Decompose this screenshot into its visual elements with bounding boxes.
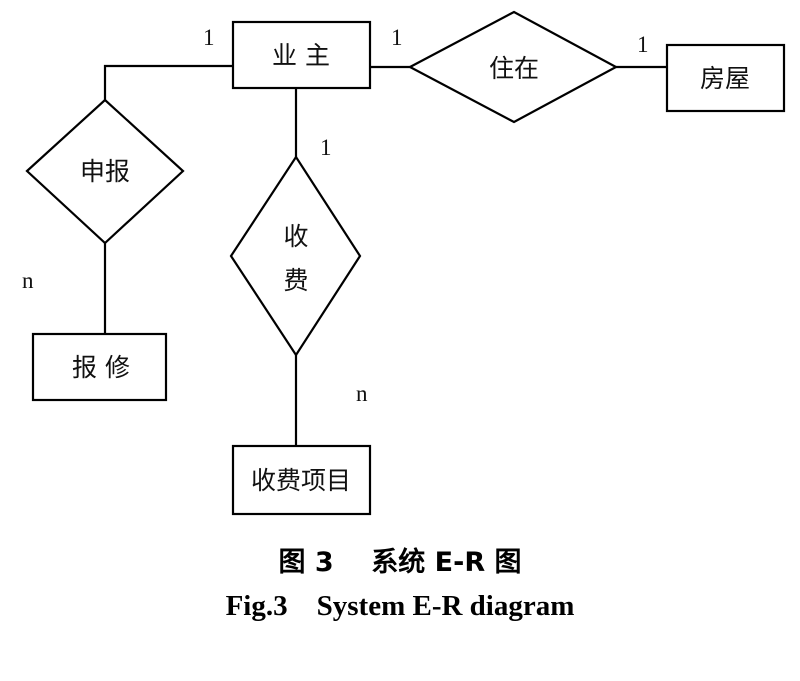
entity-repair-label: 报 修: [72, 353, 130, 382]
cardinality-owner-reside: 1: [391, 25, 403, 50]
cardinality-report-repair: n: [22, 268, 34, 293]
relationship-reside: [407, 10, 619, 124]
entity-fee-items: [231, 444, 372, 516]
entity-owner: [231, 20, 372, 90]
relationship-report-label: 申报: [80, 157, 130, 186]
relationship-charge: [229, 154, 362, 358]
caption-en-title: System E-R diagram: [316, 590, 575, 622]
caption-cn-title: 系统 E-R 图: [371, 547, 522, 578]
entity-house-label: 房屋: [700, 64, 750, 93]
edge-owner-report: [103, 64, 233, 100]
entity-fee-items-label: 收费项目: [251, 466, 351, 495]
relationship-charge-label-bottom: 费: [283, 266, 308, 295]
entity-repair: [31, 332, 168, 402]
relationship-report: [25, 98, 185, 245]
cardinality-charge-items: n: [356, 381, 368, 406]
relationship-charge-label-top: 收: [283, 222, 308, 251]
cardinality-reside-house: 1: [637, 32, 649, 57]
cardinality-owner-report: 1: [203, 25, 215, 50]
entity-house: [665, 43, 786, 113]
er-diagram: 业 主 房屋 报 修 收费项目 住在 申报 收 费 1 n 1 1 1 n: [22, 10, 786, 516]
caption-cn: 图 3 系统 E-R 图: [0, 540, 800, 579]
relationship-reside-label: 住在: [489, 54, 539, 83]
caption-en-figure: Fig.3: [225, 590, 288, 622]
cardinality-owner-charge: 1: [320, 135, 332, 160]
caption-cn-figure: 图 3: [278, 547, 334, 578]
entity-owner-label: 业 主: [272, 41, 330, 70]
caption-en: Fig.3 System E-R diagram: [0, 590, 800, 623]
